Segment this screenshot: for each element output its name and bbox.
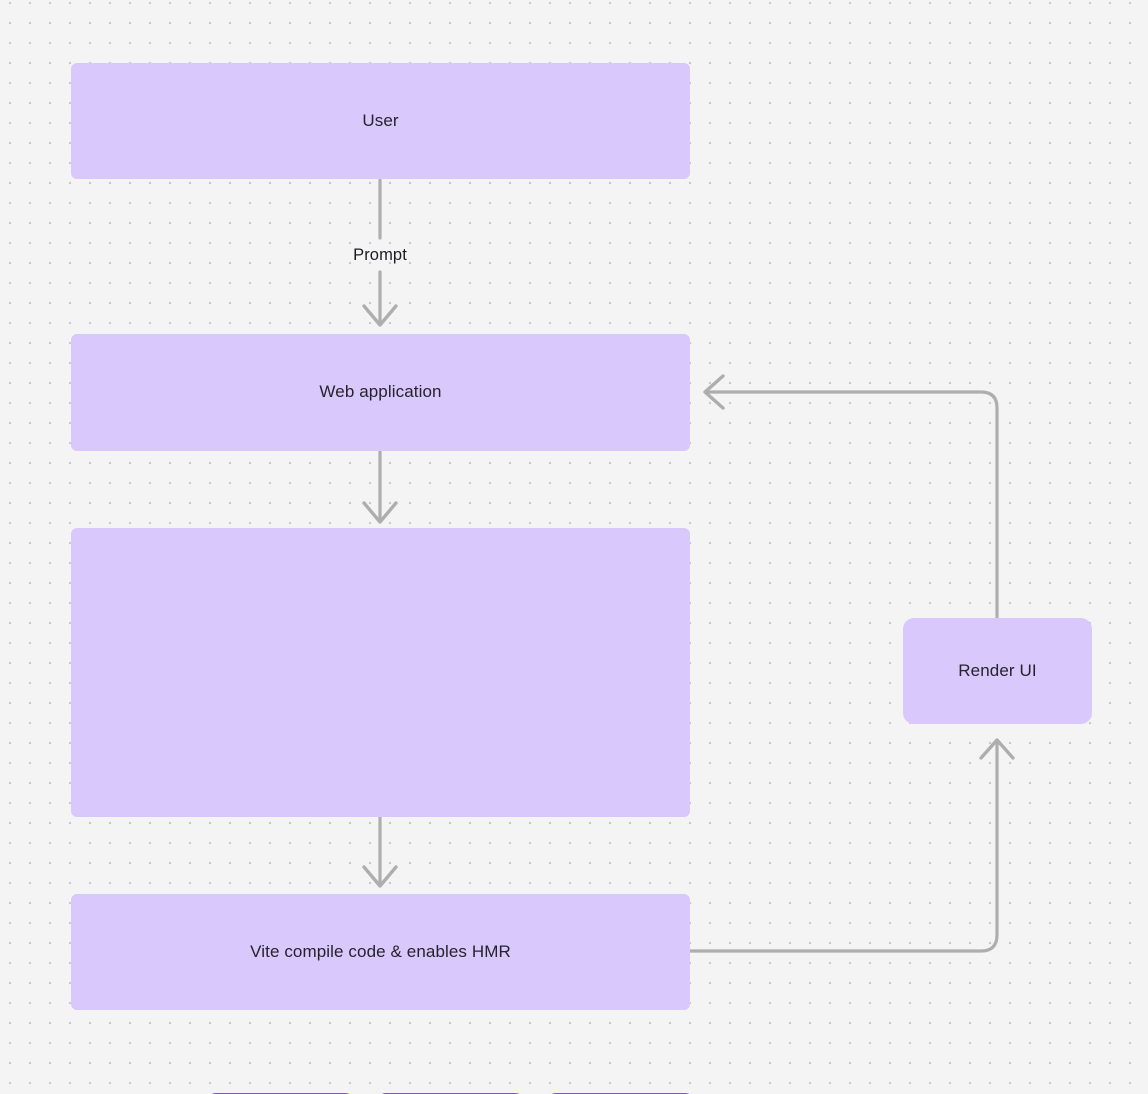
- node-vite-label: Vite compile code & enables HMR: [250, 941, 511, 961]
- node-user-label: User: [362, 110, 399, 130]
- arrowhead-web-to-components: [362, 501, 398, 524]
- node-render-ui[interactable]: Render UI: [903, 618, 1092, 724]
- edge-vite-to-render: [688, 740, 999, 953]
- arrowhead-render-to-web: [703, 374, 725, 410]
- arrowhead-components-to-vite: [362, 865, 398, 888]
- node-render-ui-label: Render UI: [958, 660, 1037, 680]
- edge-label-prompt: Prompt: [353, 246, 407, 264]
- edge-render-to-web: [705, 390, 999, 622]
- node-web-application[interactable]: Web application: [71, 334, 690, 451]
- node-components-group[interactable]: HTML = structure CSS = Styles & Layouts …: [71, 528, 694, 1094]
- node-user[interactable]: User: [71, 63, 690, 179]
- node-web-application-label: Web application: [319, 382, 442, 402]
- arrowhead-user-to-web: [362, 304, 398, 327]
- arrowhead-vite-to-render: [979, 738, 1015, 760]
- node-vite[interactable]: Vite compile code & enables HMR: [71, 894, 690, 1010]
